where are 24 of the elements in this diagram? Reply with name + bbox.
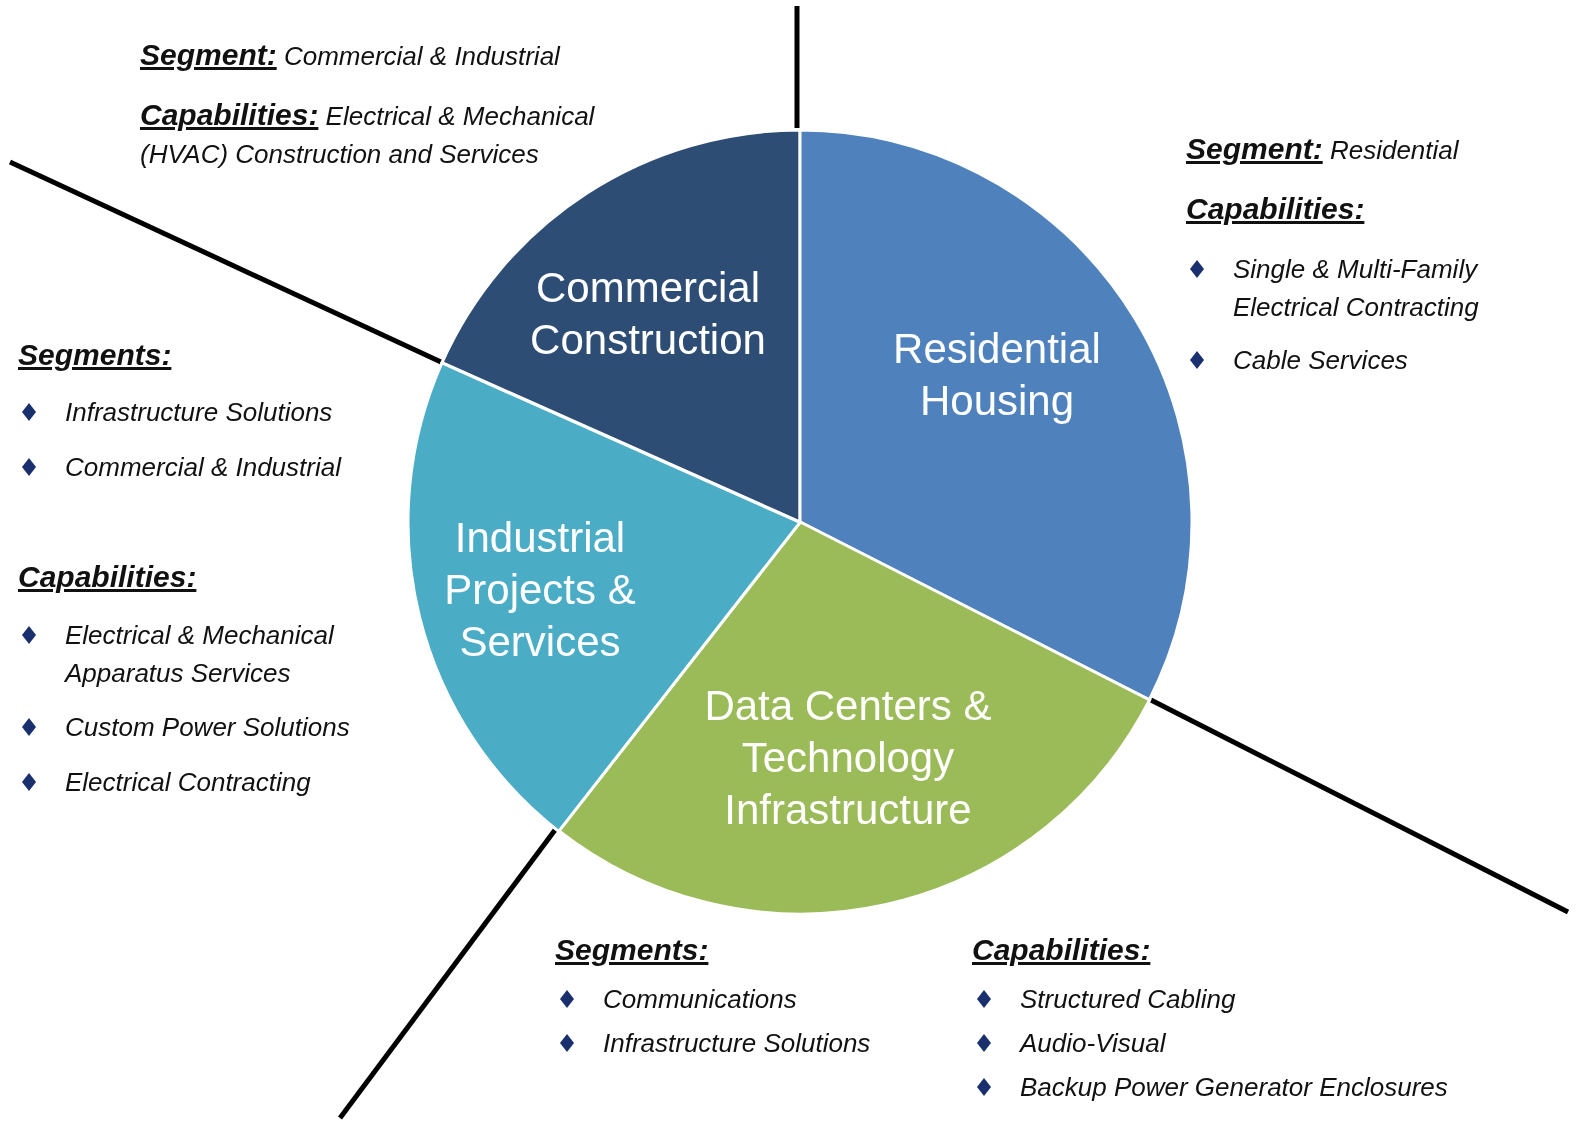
section-heading: Capabilities: (18, 559, 197, 595)
bullet-text: Structured Cabling (1020, 983, 1236, 1016)
bullet-text: Custom Power Solutions (65, 711, 350, 744)
section-heading: Capabilities: (1186, 191, 1365, 227)
info-text: Capabilities: Electrical & Mechanical (HVAC) Construction and Services (140, 97, 596, 171)
bullet-text: Infrastructure Solutions (603, 1027, 871, 1060)
bullet-text: Infrastructure Solutions (65, 396, 333, 429)
slice-label: Residential Housing (892, 324, 1102, 426)
section-heading: Segments: (18, 337, 172, 373)
slice-label: Data Centers & Technology Infrastructure (703, 681, 993, 835)
section-heading: Segments: (555, 932, 709, 968)
info-text: Segment: Residential (1186, 131, 1459, 167)
bullet-text: Cable Services (1233, 344, 1408, 377)
slice-label: Commercial Construction (529, 263, 767, 365)
bullet-text: Backup Power Generator Enclosures (1020, 1071, 1448, 1104)
bullet-text: Electrical & Mechanical Apparatus Services (65, 619, 336, 690)
info-text: Segment: Commercial & Industrial (140, 37, 560, 73)
bullet-text: Commercial & Industrial (65, 451, 341, 484)
bullet-text: Communications (603, 983, 797, 1016)
slice-label: Industrial Projects & Services (443, 513, 637, 667)
bullet-text: Electrical Contracting (65, 766, 311, 799)
bullet-text: Single & Multi-Family Electrical Contracting (1233, 253, 1480, 324)
bullet-text: Audio-Visual (1020, 1027, 1166, 1060)
section-heading: Capabilities: (972, 932, 1151, 968)
